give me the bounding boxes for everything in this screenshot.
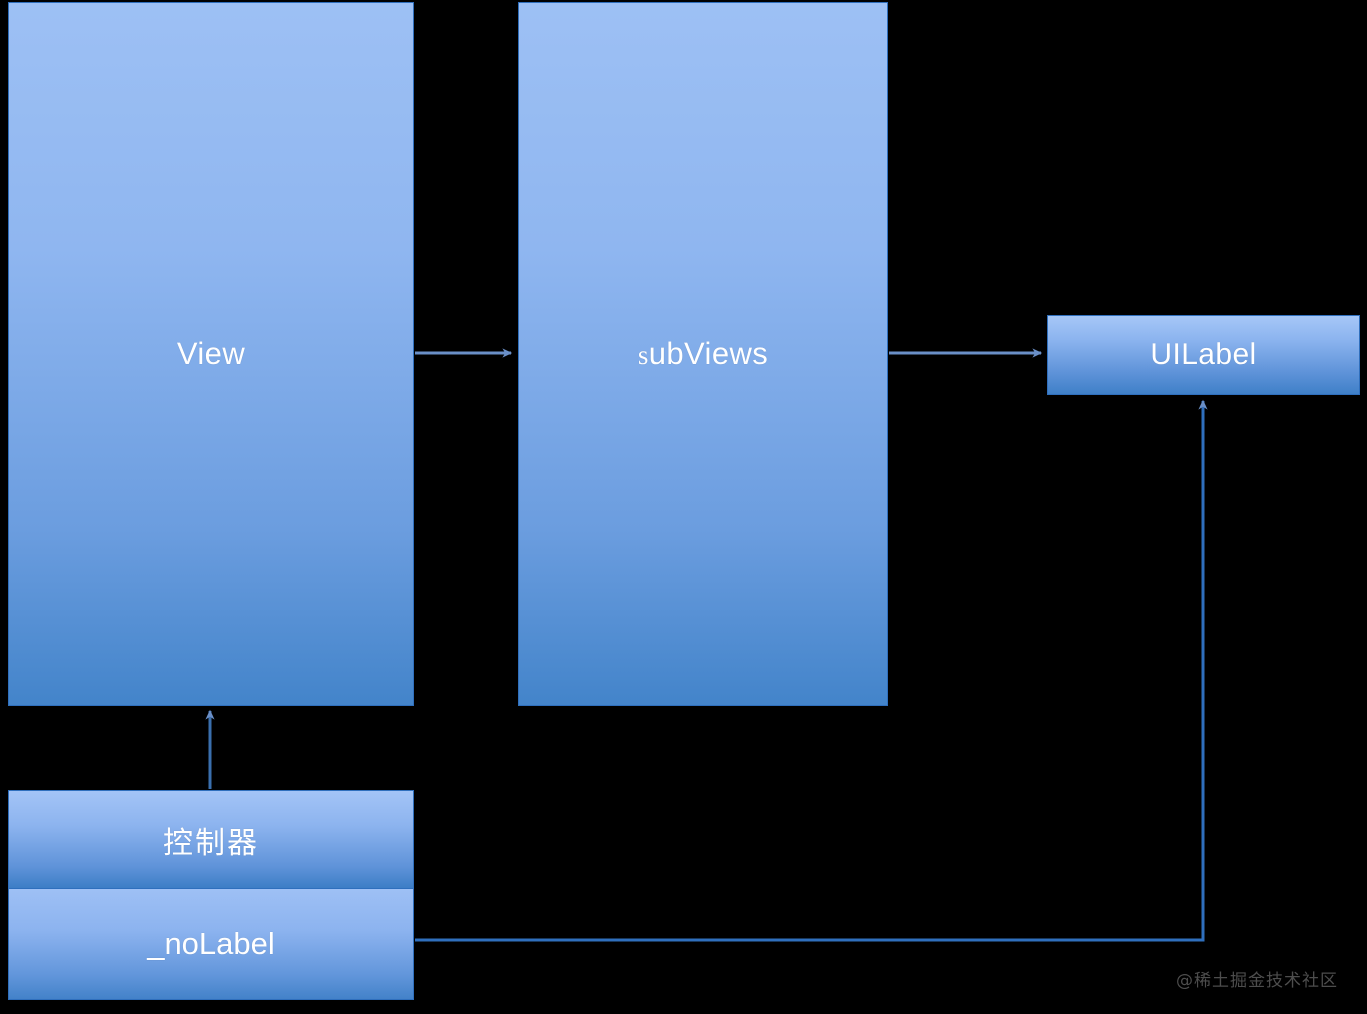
node-subviews-label: subViews [638, 336, 768, 372]
node-controller-section-nolabel[interactable]: _noLabel [9, 888, 413, 999]
node-subviews[interactable]: subViews [518, 2, 888, 706]
node-controller-label: 控制器 [163, 826, 259, 860]
node-view[interactable]: View [8, 2, 414, 706]
node-subviews-label-rest: ubViews [648, 336, 769, 371]
node-nolabel-label: _noLabel [147, 926, 275, 961]
node-uilabel-label: UILabel [1150, 338, 1257, 371]
node-controller-section-title[interactable]: 控制器 [9, 791, 413, 888]
node-controller[interactable]: 控制器 _noLabel [8, 790, 414, 1000]
node-uilabel[interactable]: UILabel [1047, 315, 1360, 395]
node-view-label: View [176, 336, 246, 371]
watermark: @稀土掘金技术社区 [1176, 971, 1338, 991]
node-subviews-label-lead: s [637, 340, 649, 370]
